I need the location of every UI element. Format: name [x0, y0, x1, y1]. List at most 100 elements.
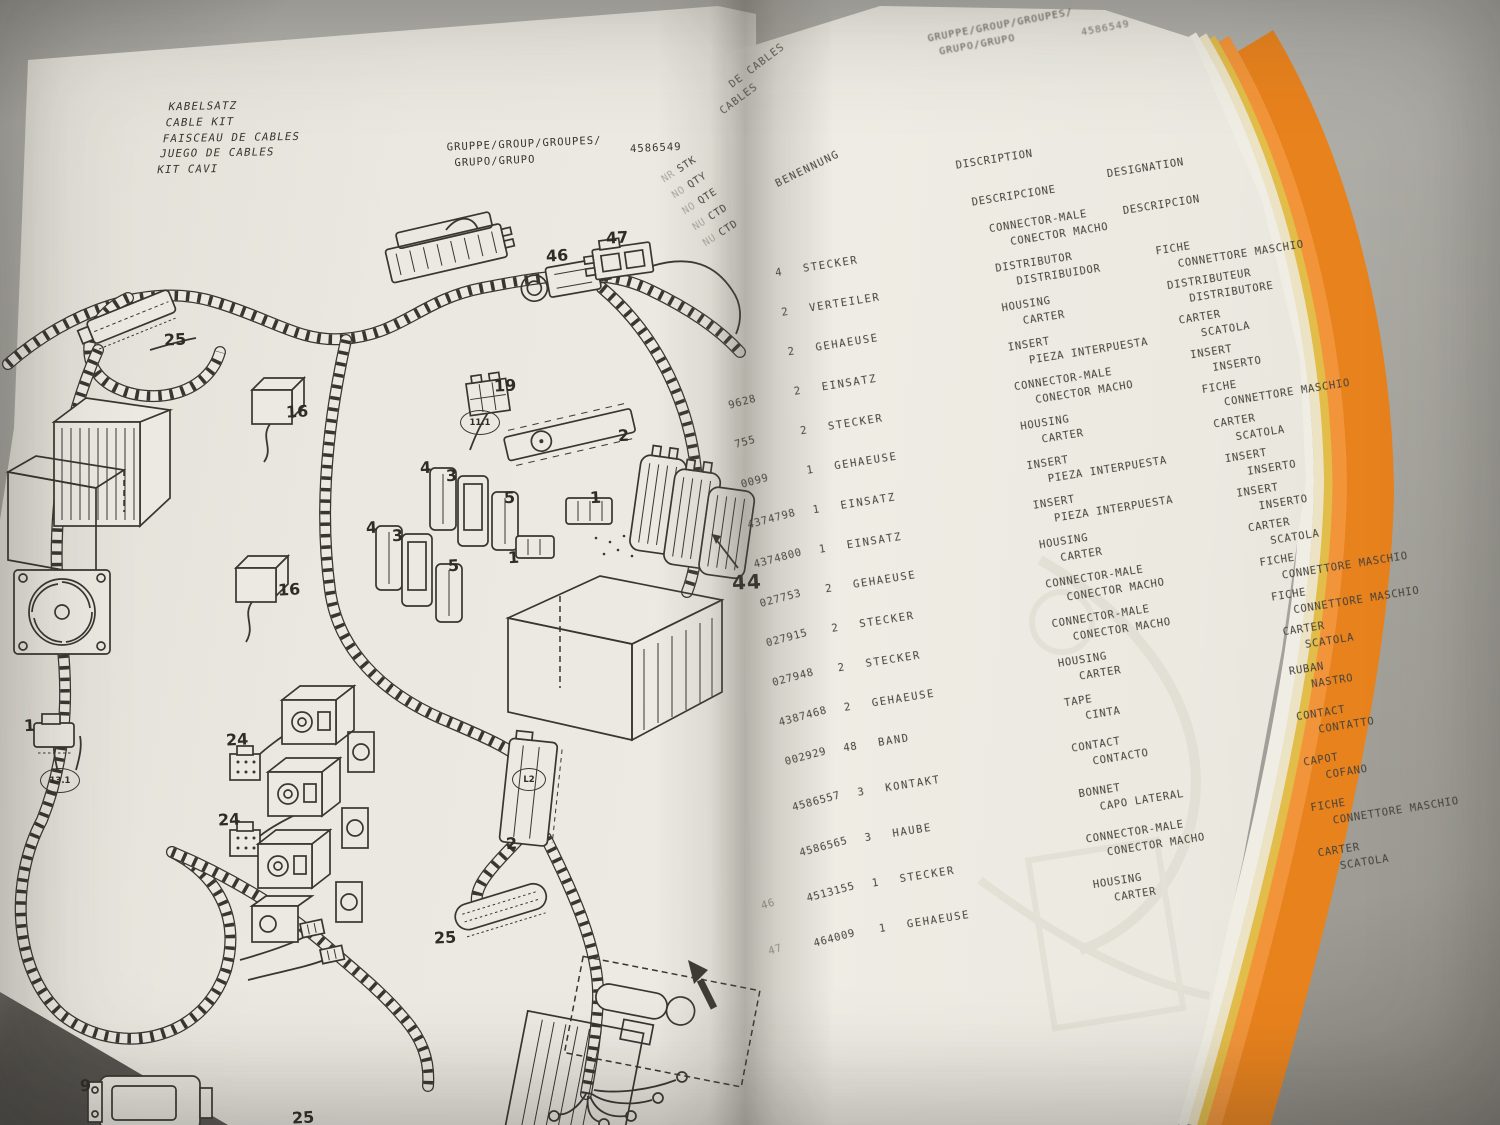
row-part-number: 027753 — [758, 587, 803, 610]
diagram-callout: 25 — [291, 1107, 315, 1125]
row-qty: 1 — [805, 463, 815, 477]
row-qty: 1 — [871, 876, 880, 890]
row-desc-it: SCATOLA — [1200, 319, 1251, 340]
row-name-de: STECKER — [898, 864, 956, 886]
diagram-callout: 1 — [589, 487, 602, 508]
diagram-oval-label: 11.1 — [460, 410, 500, 435]
wiring-diagram-art — [0, 211, 761, 1125]
row-name-de: STECKER — [827, 412, 885, 433]
diagram-callout: 2 — [505, 833, 518, 854]
row-desc-it: CONNETTORE MASCHIO — [1332, 795, 1460, 827]
row-desc-fr: CARTER — [1281, 619, 1326, 639]
group-number: 4586549 — [629, 140, 682, 156]
row-desc-en: INSERT — [1032, 493, 1076, 512]
row-desc-it: CONNETTORE MASCHIO — [1281, 549, 1409, 582]
row-qty: 2 — [824, 582, 834, 596]
row-name-de: GEHAEUSE — [852, 569, 918, 591]
row-desc-fr: RUBAN — [1288, 660, 1326, 678]
row-part-number: 0099 — [739, 471, 771, 491]
row-desc-fr: CAPOT — [1302, 751, 1340, 769]
diagram-callout: 1 — [23, 715, 36, 736]
row-name-de: HAUBE — [891, 821, 933, 840]
row-desc-it: CONNETTORE MASCHIO — [1177, 238, 1305, 271]
row-qty: 2 — [786, 345, 796, 359]
diagram-callout: 9 — [79, 1075, 92, 1096]
row-desc-it: SCATOLA — [1304, 631, 1355, 651]
diagram-callout: 2 — [617, 425, 630, 446]
diagram-callout: 24 — [225, 729, 249, 750]
row-desc-en: INSERT — [1007, 335, 1051, 354]
row-desc-it: SCATOLA — [1339, 852, 1391, 873]
diagram-callout: 25 — [433, 927, 457, 948]
row-desc-fr: CARTER — [1247, 515, 1292, 535]
row-desc-fr: FICHE — [1258, 551, 1296, 570]
diagram-callout: 5 — [503, 487, 516, 508]
row-desc-es: CARTER — [1040, 427, 1085, 446]
row-qty: 3 — [856, 785, 866, 799]
row-name-de: STECKER — [802, 254, 860, 275]
row-pos: 47 — [766, 941, 784, 958]
row-part-number: 027948 — [771, 666, 816, 689]
diagram-callout: 16 — [285, 401, 309, 422]
row-desc-it: COFANO — [1324, 762, 1369, 782]
row-part-number: 002929 — [783, 745, 828, 768]
left-page-group-header: GRUPPE/GROUP/GROUPES/ GRUPO/GRUPO 458654… — [446, 133, 681, 172]
row-desc-fr: FICHE — [1309, 796, 1347, 815]
row-desc-fr: FICHE — [1270, 586, 1308, 604]
row-desc-es: CARTER — [1022, 308, 1066, 328]
row-qty: 3 — [863, 831, 873, 845]
row-desc-en: INSERT — [1025, 453, 1070, 473]
diagram-callout: 24 — [217, 809, 241, 830]
diagram-callout: 3 — [391, 525, 404, 546]
row-desc-it: INSERTO — [1246, 458, 1298, 478]
row-name-de: VERTEILER — [808, 291, 882, 315]
row-desc-it: CONNETTORE MASCHIO — [1292, 584, 1421, 617]
row-desc-it: INSERTO — [1211, 354, 1263, 375]
diagram-callout: 4 — [419, 457, 432, 478]
row-name-de: GEHAEUSE — [814, 332, 880, 354]
row-desc-it: CONNETTORE MASCHIO — [1223, 376, 1351, 409]
row-part-number: 9628 — [727, 392, 758, 412]
row-qty: 2 — [830, 621, 840, 635]
row-name-de: EINSATZ — [839, 491, 897, 512]
row-desc-es: CINTA — [1084, 704, 1122, 723]
row-desc-es: CARTER — [1078, 664, 1123, 683]
title-line: FAISCEAU DE CABLES — [161, 129, 302, 145]
row-part-number: 755 — [733, 433, 757, 451]
row-qty: 2 — [799, 424, 809, 438]
diagram-callout: 47 — [605, 227, 629, 248]
row-desc-fr: CARTER — [1316, 841, 1361, 860]
row-name-de: STECKER — [864, 649, 922, 670]
diagram-callout: 25 — [163, 329, 187, 350]
row-desc-es: CARTER — [1059, 545, 1104, 565]
diagram-callout: 5 — [447, 555, 460, 576]
row-name-de: GEHAEUSE — [906, 908, 971, 931]
row-desc-it: SCATOLA — [1234, 423, 1286, 444]
row-desc-fr: INSERT — [1235, 481, 1280, 500]
row-qty: 4 — [774, 266, 784, 280]
row-pos: 46 — [759, 896, 777, 913]
row-qty: 1 — [811, 503, 821, 517]
diagram-callout: 46 — [545, 245, 569, 266]
row-name-de: GEHAEUSE — [833, 450, 899, 473]
diagram-callout: 3 — [445, 465, 458, 486]
row-desc-es: CARTER — [1113, 885, 1158, 904]
row-name-de: STECKER — [858, 609, 916, 631]
row-desc-en: BONNET — [1077, 781, 1122, 801]
row-desc-it: INSERTO — [1257, 492, 1309, 513]
row-desc-en: TAPE — [1063, 693, 1094, 710]
row-desc-it: NASTRO — [1310, 672, 1355, 691]
row-part-number: 027915 — [764, 626, 809, 650]
row-name-de: GEHAEUSE — [870, 687, 936, 710]
row-desc-it: SCATOLA — [1269, 527, 1321, 548]
row-desc-fr: CARTER — [1212, 412, 1257, 431]
diagram-callout: 19 — [493, 375, 517, 396]
diagram-callout: 1 — [507, 547, 520, 568]
